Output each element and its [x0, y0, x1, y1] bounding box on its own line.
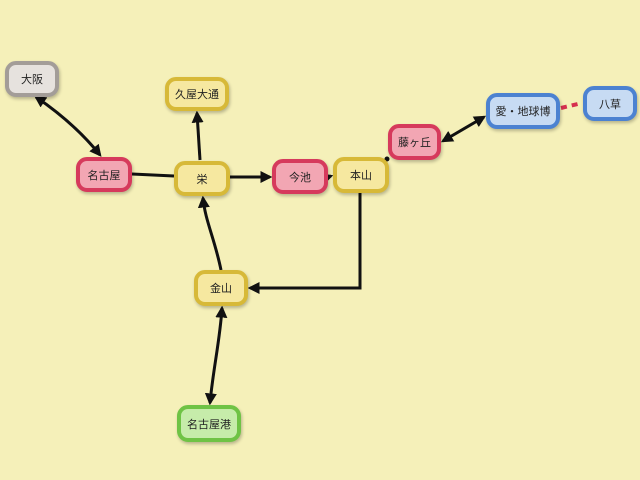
node-yagusa[interactable]: 八草: [583, 86, 637, 121]
node-sakae[interactable]: 栄: [174, 161, 230, 196]
node-yagusa-label: 八草: [599, 97, 621, 111]
node-kanayama-label: 金山: [210, 282, 232, 295]
node-nagoya-port-label: 名古屋港: [187, 417, 231, 431]
edge-nagoya-osaka: [34, 95, 102, 157]
edge-imaike-motoyama: [319, 173, 334, 185]
node-nagoya[interactable]: 名古屋: [76, 157, 132, 192]
node-nagoya-label: 名古屋: [87, 168, 121, 182]
node-hisaya-odori-label: 久屋大通: [175, 88, 219, 101]
node-sakae-label: 栄: [196, 172, 208, 186]
node-osaka[interactable]: 大阪: [5, 61, 59, 97]
node-fujigaoka[interactable]: 藤ヶ丘: [388, 124, 441, 160]
node-imaike-label: 今池: [289, 170, 311, 184]
edge-aichi-yagusa: [560, 101, 583, 110]
edge-nagoya-sakae: [131, 172, 175, 178]
edge-sakae-hisaya: [191, 110, 204, 161]
node-hisaya-odori[interactable]: 久屋大通: [165, 77, 229, 111]
node-fujigaoka-label: 藤ヶ丘: [398, 136, 431, 149]
edge-motoyama-kanayama: [247, 193, 362, 294]
node-motoyama-label: 本山: [350, 169, 372, 182]
node-aichi-expo[interactable]: 愛・地球博: [486, 93, 560, 129]
node-aichi-expo-label: 愛・地球博: [495, 105, 551, 118]
node-nagoya-port[interactable]: 名古屋港: [177, 405, 241, 442]
node-osaka-label: 大阪: [21, 73, 43, 86]
node-motoyama[interactable]: 本山: [333, 157, 389, 193]
edge-kanayama-port: [204, 305, 228, 406]
node-imaike[interactable]: 今池: [272, 159, 328, 194]
edge-kanayama-sakae: [197, 195, 223, 271]
node-kanayama[interactable]: 金山: [194, 270, 248, 306]
edge-fujigaoka-aichi: [440, 115, 487, 143]
